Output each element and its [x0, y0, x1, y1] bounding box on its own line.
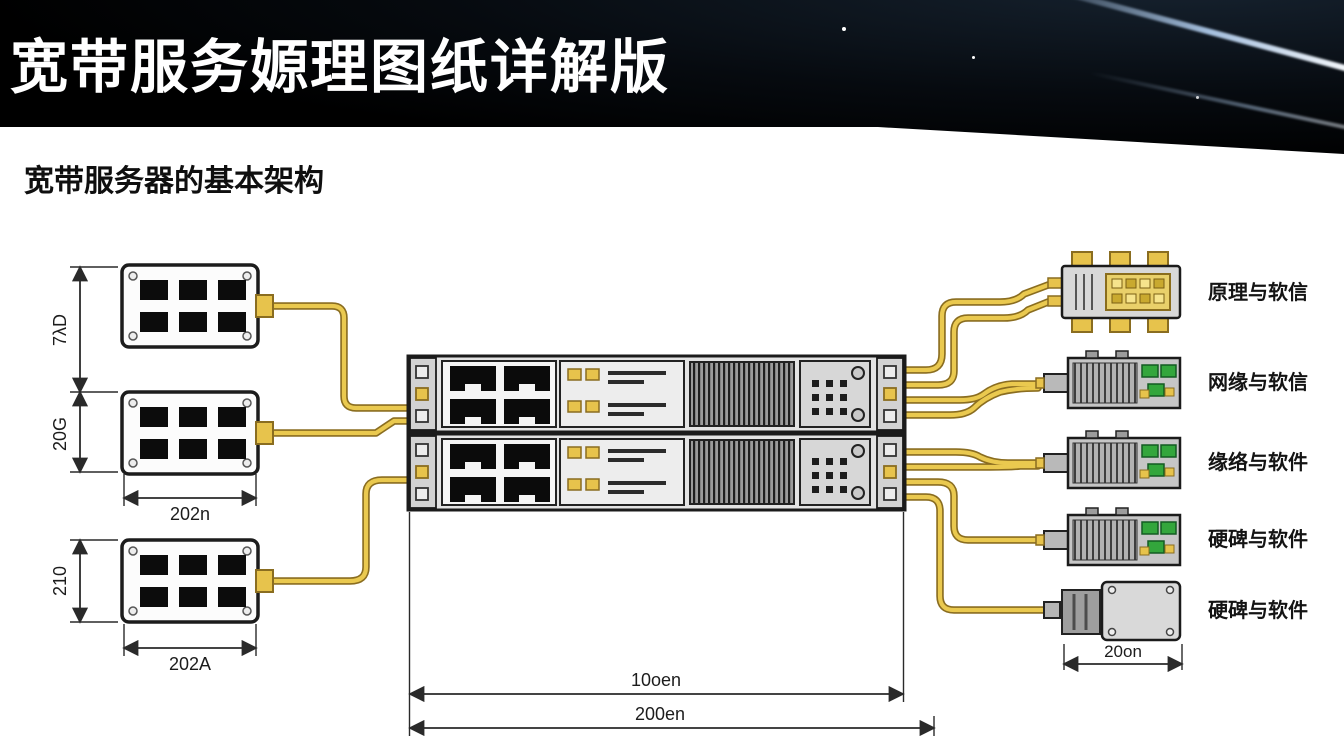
dim-label-v1: 7λD: [50, 314, 70, 346]
dim-label-rack-inner: 10oen: [631, 670, 681, 690]
cable: [903, 285, 1048, 370]
light-streak-icon: [1017, 0, 1344, 77]
page-title: 宽带服务嫄理图纸详解版: [10, 35, 671, 100]
dimension-rack: 10oen 200en: [408, 512, 936, 737]
dim-label-v3: 210: [50, 566, 70, 596]
dim-label-v2: 20G: [50, 417, 70, 451]
cable: [903, 452, 1038, 463]
star-icon: [972, 56, 975, 59]
architecture-diagram: 7λD 20G 210 202n 202A 10oen: [50, 251, 1308, 737]
cable: [903, 497, 1046, 610]
star-icon: [842, 27, 846, 31]
module-label-3: 缘络与软件: [1208, 450, 1308, 474]
cable: [903, 466, 1038, 467]
module-label-2: 网缘与软信: [1208, 370, 1308, 394]
dimension-left-vertical: 7λD 20G: [50, 265, 118, 474]
dim-label-module5: 20on: [1104, 642, 1142, 661]
module-label-5: 硬碑与软件: [1208, 598, 1308, 622]
rack-unit-1: [406, 354, 907, 434]
dimension-left-vertical-3: 210: [50, 538, 118, 624]
cable: [903, 482, 1038, 540]
dimension-device2-width: 202n: [122, 474, 258, 524]
wall-device-2: [120, 390, 275, 476]
dim-label-h3: 202A: [169, 654, 211, 674]
module-pcb-1: [1034, 349, 1182, 410]
module-pcb-2: [1034, 429, 1182, 490]
dim-label-h2: 202n: [170, 504, 210, 524]
dimension-module5-width: 20on: [1062, 642, 1184, 673]
dimension-device3-width: 202A: [122, 624, 258, 674]
light-streak-icon: [1088, 70, 1344, 138]
star-icon: [1196, 96, 1199, 99]
header-banner: 宽带服务嫄理图纸详解版: [0, 0, 1344, 154]
rack-unit-2: [406, 432, 907, 512]
cable: [272, 480, 410, 581]
wall-device-3: [120, 538, 275, 624]
module-label-4: 硬碑与软件: [1208, 527, 1308, 551]
dim-label-rack-outer: 200en: [635, 704, 685, 724]
section-title: 宽带服务器的基本架构: [24, 165, 324, 198]
module-label-1: 原理与软信: [1208, 280, 1308, 304]
module-junction-box: [1047, 251, 1182, 333]
module-connector: [1043, 580, 1182, 642]
module-pcb-3: [1034, 506, 1182, 567]
wall-device-1: [120, 263, 275, 349]
